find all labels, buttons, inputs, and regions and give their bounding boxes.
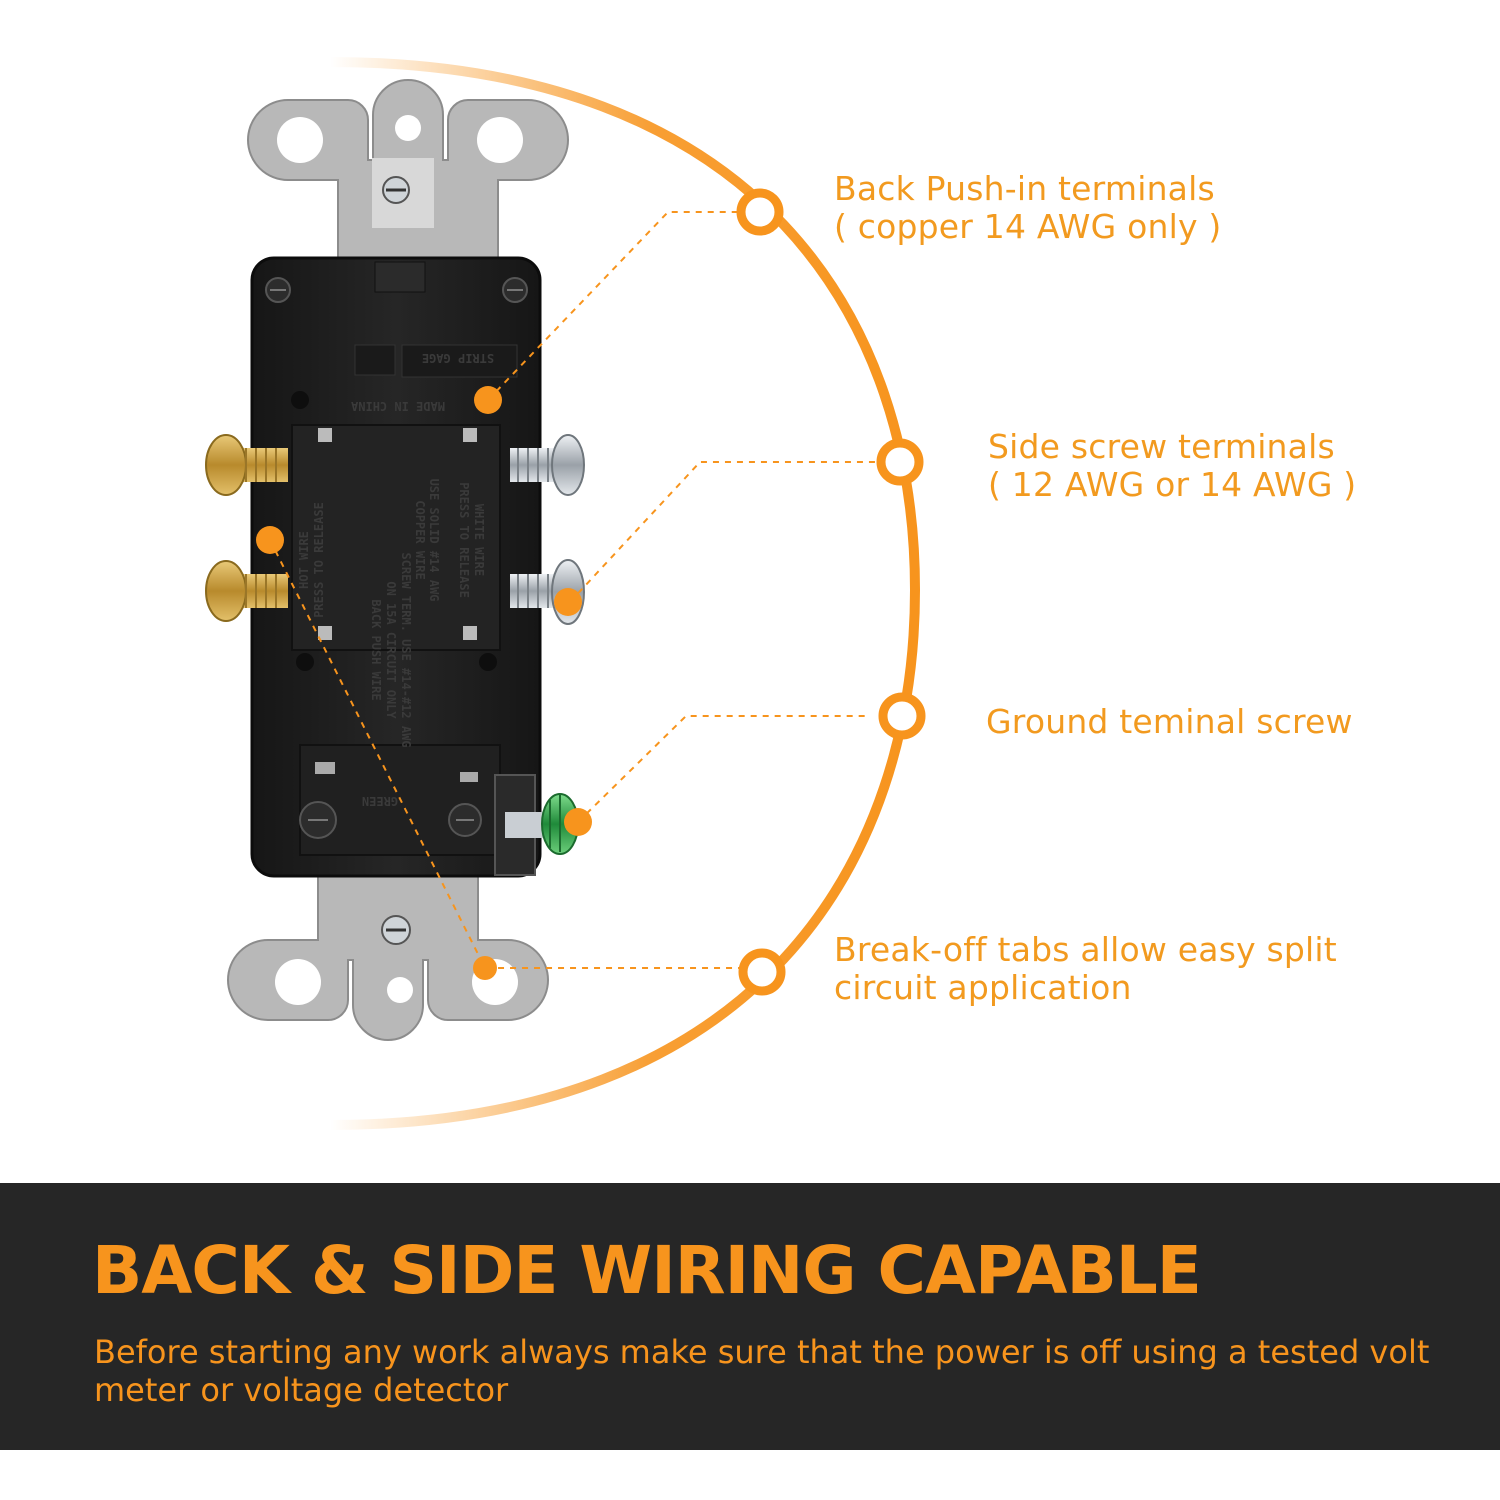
callout-ground-title: Ground teminal screw [986,702,1353,741]
molded-text: MADE IN CHINA STRIP GAGE WHITE WIRE PRES… [297,351,494,808]
leader-ground [577,715,870,823]
diagram-canvas: MADE IN CHINA STRIP GAGE WHITE WIRE PRES… [205,57,926,1130]
molded-back-push: BACK PUSH WIRE [369,599,383,700]
callout-breakoff: Break-off tabs allow easy split circuit … [834,931,1337,1007]
molded-15a: ON 15A CIRCUIT ONLY [384,581,398,719]
molded-screw-term: SCREW TERM. USE #14-#12 AWG [399,552,413,747]
ring-side-screw [876,438,924,486]
ring-back-pushin [736,188,784,236]
brass-screw-upper-icon [205,434,288,496]
hotspot-back-pushin [474,386,502,414]
molded-press-release-right: PRESS TO RELEASE [457,482,471,598]
wiring-diagram: MADE IN CHINA STRIP GAGE WHITE WIRE PRES… [205,57,1356,1130]
callout-back-pushin-note: ( copper 14 AWG only ) [834,207,1222,246]
leader-lines [269,211,882,969]
banner-title: BACK & SIDE WIRING CAPABLE [92,1232,1202,1309]
ring-breakoff [738,948,786,996]
molded-solid-14: USE SOLID #14 AWG [427,479,441,602]
receptacle-body [250,256,542,878]
silver-screw-upper-icon [510,434,585,496]
molded-made-in: MADE IN CHINA [350,399,445,413]
leader-back-pushin [487,211,742,401]
callout-side-screw-note: ( 12 AWG or 14 AWG ) [988,465,1357,504]
mounting-strap-top [247,79,569,261]
ground-screw-icon [494,774,579,876]
molded-strip-gage: STRIP GAGE [422,351,494,365]
callout-breakoff-title: Break-off tabs allow easy split [834,930,1337,969]
banner-safety-text: Before starting any work always make sur… [94,1333,1430,1409]
hotspot-breakoff-upper [256,526,284,554]
molded-copper-wire: COPPER WIRE [413,500,427,579]
callout-back-pushin: Back Push-in terminals ( copper 14 AWG o… [834,170,1221,246]
hotspot-dots [256,386,592,980]
callout-side-screw-title: Side screw terminals [988,427,1335,466]
hotspot-ground [564,808,592,836]
molded-white-wire: WHITE WIRE [472,504,486,576]
brass-screw-lower-icon [205,560,288,622]
ring-ground [878,692,926,740]
callout-ground: Ground teminal screw [986,703,1353,741]
callout-breakoff-note: circuit application [834,968,1132,1007]
arc-ring-markers [736,188,926,996]
callout-side-screw: Side screw terminals ( 12 AWG or 14 AWG … [988,428,1356,504]
callout-arc [325,57,921,1130]
leader-breakoff [269,539,742,969]
molded-green: GREEN [362,794,398,808]
molded-hot-wire: HOT WIRE [297,531,311,589]
info-banner [0,1183,1500,1450]
callout-back-pushin-title: Back Push-in terminals [834,169,1215,208]
hotspot-breakoff-lower [473,956,497,980]
leader-side-screw [569,461,882,603]
molded-press-release-left: PRESS TO RELEASE [312,502,326,618]
mounting-strap-bottom [227,859,549,1041]
hotspot-side-screw [554,588,582,616]
